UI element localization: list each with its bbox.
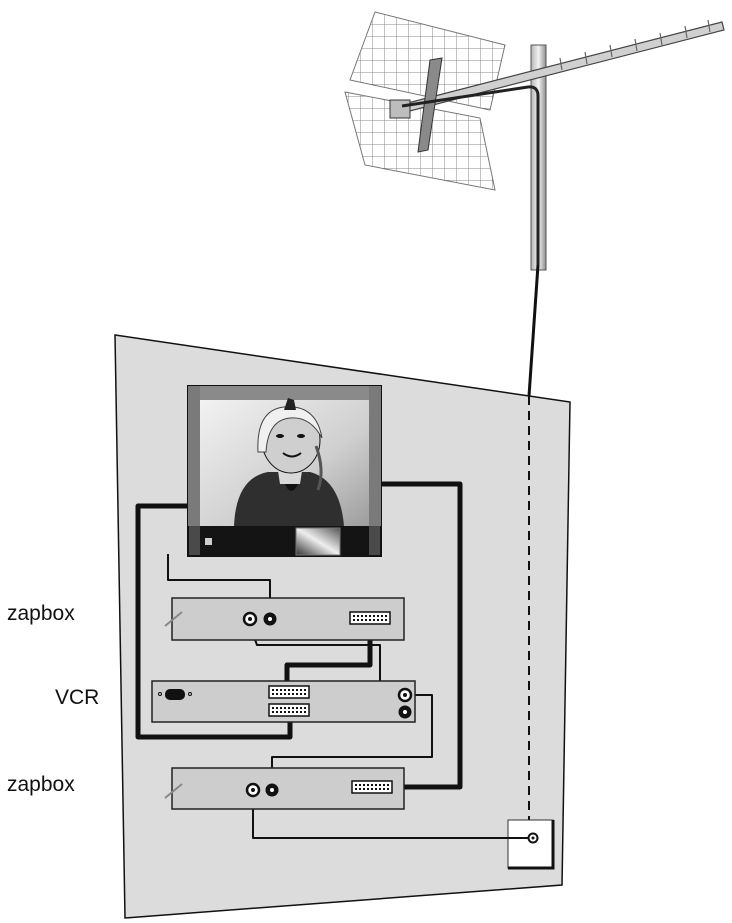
tv-picture — [234, 398, 344, 526]
label-zapbox-lower: zapbox — [7, 773, 75, 796]
power-socket-icon — [158, 689, 192, 700]
antenna-downlead-cable — [527, 264, 540, 397]
tv-control-bar — [200, 526, 369, 556]
scart-connector-icon — [268, 685, 310, 699]
antenna-dipole — [417, 57, 443, 153]
label-vcr: VCR — [55, 686, 99, 709]
coax-connector-icon — [397, 687, 413, 703]
zapbox-upper — [164, 597, 405, 641]
grid-reflector-upper — [349, 11, 506, 111]
scart-connector-icon — [351, 780, 393, 794]
tv-side-right — [369, 386, 381, 526]
coax-connector-icon — [398, 705, 412, 719]
label-zapbox-upper: zapbox — [7, 602, 75, 625]
coax-connector-icon — [263, 612, 277, 626]
tv-top-bevel — [188, 386, 381, 400]
tv-control-panel — [295, 527, 341, 556]
tv-power-indicator — [205, 538, 212, 545]
vcr — [151, 680, 416, 723]
zapbox-lower — [164, 767, 405, 810]
scart-cable-tv-to-vcr — [135, 503, 293, 740]
coax-connector-icon — [245, 782, 261, 798]
antenna-icon — [344, 11, 725, 271]
scart-connector-icon — [268, 703, 310, 717]
scart-cable-tv-to-zapbox-lower — [381, 481, 463, 790]
coax-connector-icon — [265, 783, 279, 797]
antenna-clamp — [389, 99, 411, 119]
antenna-elements — [559, 19, 711, 71]
antenna-wall-socket-icon — [507, 819, 555, 870]
tv-side-left — [188, 386, 200, 526]
television-icon — [187, 385, 382, 557]
scart-connector-icon — [349, 611, 391, 625]
antenna-feed-cable — [401, 85, 540, 265]
scart-cable-zapbox-upper-to-vcr — [284, 622, 373, 690]
coax-connector-icon — [242, 611, 258, 627]
